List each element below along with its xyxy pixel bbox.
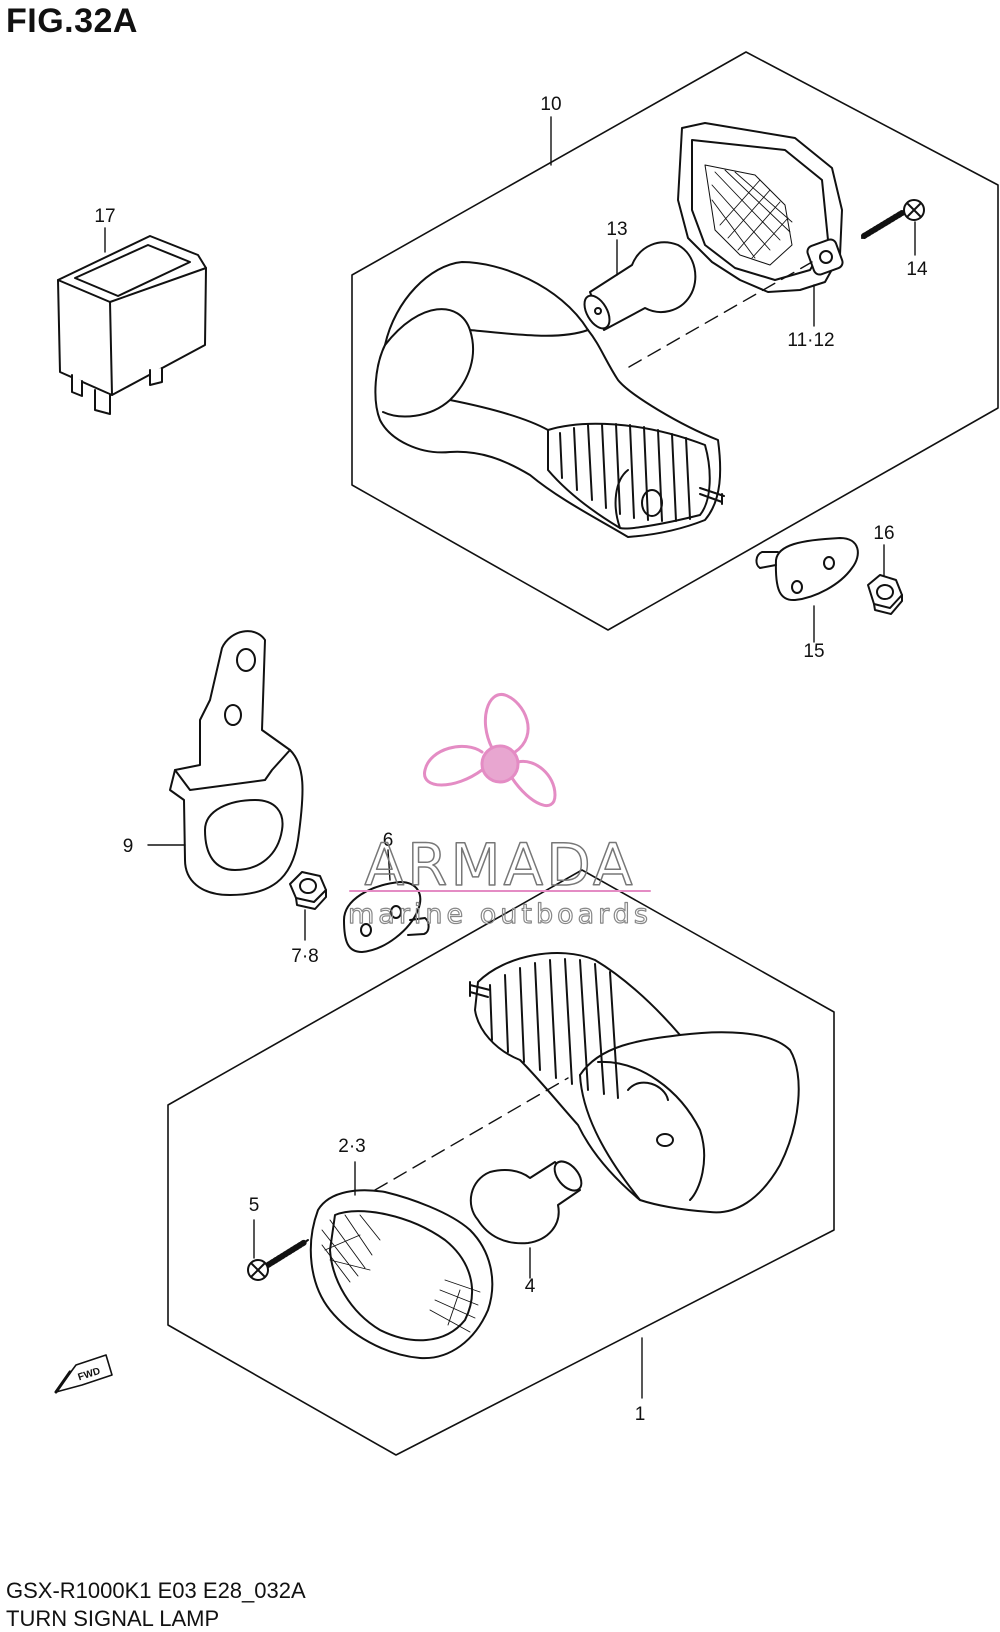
front-turn-signal-housing bbox=[469, 952, 800, 1214]
propeller-blade-left bbox=[423, 744, 484, 787]
callout-11-12: 11·12 bbox=[787, 330, 834, 351]
turn-signal-relay bbox=[57, 235, 207, 415]
leader-lines bbox=[104, 116, 916, 1399]
flange-nut-9 bbox=[289, 871, 327, 910]
forward-direction-arrow: FWD bbox=[54, 1354, 113, 1394]
callout-labels: 10 17 13 14 11·12 16 15 9 6 7·8 2·3 5 4 … bbox=[94, 94, 928, 1425]
front-lens bbox=[309, 1189, 494, 1360]
callout-16: 16 bbox=[873, 523, 894, 544]
figure-title: FIG.32A bbox=[6, 2, 138, 40]
callout-1: 1 bbox=[635, 1404, 646, 1425]
gasket-plate bbox=[343, 881, 430, 953]
callout-13: 13 bbox=[606, 219, 627, 240]
callout-9: 7·8 bbox=[291, 946, 318, 967]
front-assembly-frame bbox=[167, 869, 835, 1456]
propeller-hub bbox=[480, 744, 520, 784]
rear-lens bbox=[677, 122, 844, 293]
armada-watermark: ARMADA marine outboards bbox=[347, 693, 652, 931]
callout-17: 17 bbox=[94, 206, 115, 227]
watermark-brand: ARMADA bbox=[364, 831, 635, 899]
callout-10: 10 bbox=[540, 94, 561, 115]
rear-turn-signal-housing bbox=[374, 261, 725, 538]
rear-assembly-frame bbox=[351, 51, 999, 631]
part-name: TURN SIGNAL LAMP bbox=[6, 1606, 220, 1631]
front-bulb bbox=[469, 1160, 583, 1245]
rear-bulb bbox=[583, 241, 697, 331]
seal-plate bbox=[755, 537, 859, 602]
callout-7-8: 9 bbox=[123, 836, 134, 857]
propeller-blade-top bbox=[483, 693, 530, 754]
rear-lens-screw bbox=[861, 199, 925, 239]
watermark-tagline: marine outboards bbox=[348, 899, 652, 930]
flange-nut-16 bbox=[867, 574, 903, 615]
model-code: GSX-R1000K1 E03 E28_032A bbox=[6, 1578, 306, 1603]
front-lens-screw bbox=[247, 1239, 309, 1281]
propeller-blade-right bbox=[510, 759, 557, 807]
callout-6: 6 bbox=[383, 830, 394, 851]
callout-14: 14 bbox=[906, 259, 928, 280]
callout-4: 4 bbox=[525, 1276, 536, 1297]
mounting-bracket bbox=[169, 630, 304, 896]
callout-2-3: 2·3 bbox=[338, 1136, 365, 1157]
callout-15: 15 bbox=[803, 641, 824, 662]
callout-5: 5 bbox=[249, 1195, 260, 1216]
